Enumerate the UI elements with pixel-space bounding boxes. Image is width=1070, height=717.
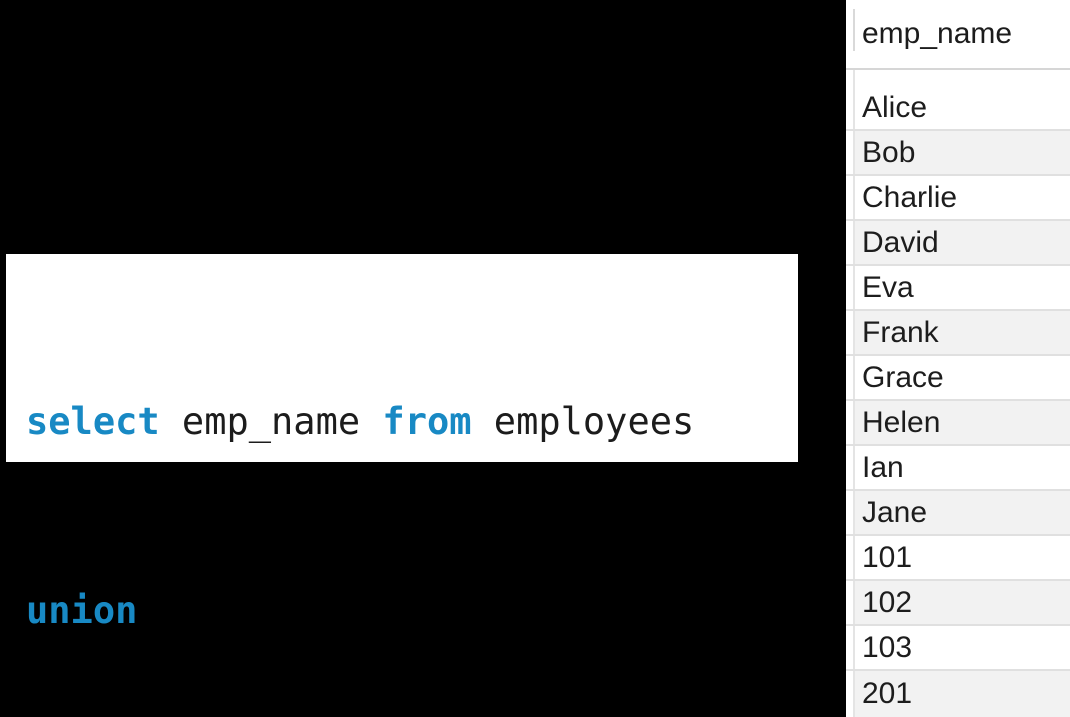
table-cell-emp-name[interactable]: Eva (853, 266, 1070, 309)
table-header-row[interactable]: emp_name (846, 0, 1070, 70)
table-row[interactable]: Ian (846, 446, 1070, 491)
row-gutter (846, 356, 853, 399)
table-cell-emp-name[interactable]: 201 (853, 671, 1070, 717)
column-divider (853, 9, 855, 51)
table-row[interactable]: Helen (846, 401, 1070, 446)
table-row[interactable]: 201 (846, 671, 1070, 717)
row-gutter (846, 86, 853, 129)
row-gutter (846, 70, 853, 86)
row-gutter (846, 446, 853, 489)
table-cell-emp-name[interactable]: 103 (853, 626, 1070, 669)
table-cell-emp-name[interactable]: Grace (853, 356, 1070, 399)
code-line-1: select emp_name from employees (26, 390, 798, 453)
code-line-2: union (26, 579, 798, 642)
spacer-cell (853, 70, 1070, 86)
code-token-keyword: select (26, 400, 160, 443)
row-gutter (846, 221, 853, 264)
table-row[interactable]: 103 (846, 626, 1070, 671)
row-gutter (846, 176, 853, 219)
query-result-table: emp_name Alice Bob Charlie David Eva Fra… (846, 0, 1070, 717)
table-cell-emp-name[interactable]: Jane (853, 491, 1070, 534)
result-rows: Alice Bob Charlie David Eva Frank Grace … (846, 86, 1070, 717)
table-row[interactable]: 102 (846, 581, 1070, 626)
code-token-plain: employees (471, 400, 695, 443)
column-header-emp-name: emp_name (862, 17, 1013, 50)
table-cell-emp-name[interactable]: Frank (853, 311, 1070, 354)
table-cell-emp-name[interactable]: David (853, 221, 1070, 264)
table-cell-emp-name[interactable]: Bob (853, 131, 1070, 174)
code-token-plain: emp_name (159, 400, 383, 443)
code-token-keyword: union (26, 589, 138, 632)
row-gutter (846, 311, 853, 354)
row-gutter (846, 626, 853, 669)
header-spacer (846, 70, 1070, 86)
row-gutter (846, 266, 853, 309)
table-cell-emp-name[interactable]: Helen (853, 401, 1070, 444)
table-row[interactable]: Eva (846, 266, 1070, 311)
table-row[interactable]: Charlie (846, 176, 1070, 221)
row-gutter (846, 131, 853, 174)
table-row[interactable]: David (846, 221, 1070, 266)
row-gutter (846, 536, 853, 579)
row-gutter (846, 671, 853, 717)
table-cell-emp-name[interactable]: Alice (853, 86, 1070, 129)
table-cell-emp-name[interactable]: 102 (853, 581, 1070, 624)
table-row[interactable]: 101 (846, 536, 1070, 581)
code-token-keyword: from (382, 400, 472, 443)
table-row[interactable]: Alice (846, 86, 1070, 131)
table-cell-emp-name[interactable]: Charlie (853, 176, 1070, 219)
table-row[interactable]: Frank (846, 311, 1070, 356)
table-cell-emp-name[interactable]: Ian (853, 446, 1070, 489)
table-cell-emp-name[interactable]: 101 (853, 536, 1070, 579)
table-row[interactable]: Bob (846, 131, 1070, 176)
table-row[interactable]: Grace (846, 356, 1070, 401)
row-gutter (846, 491, 853, 534)
row-gutter (846, 401, 853, 444)
table-row[interactable]: Jane (846, 491, 1070, 536)
row-gutter (846, 581, 853, 624)
sql-code-block: select emp_name from employees union sel… (6, 254, 798, 632)
